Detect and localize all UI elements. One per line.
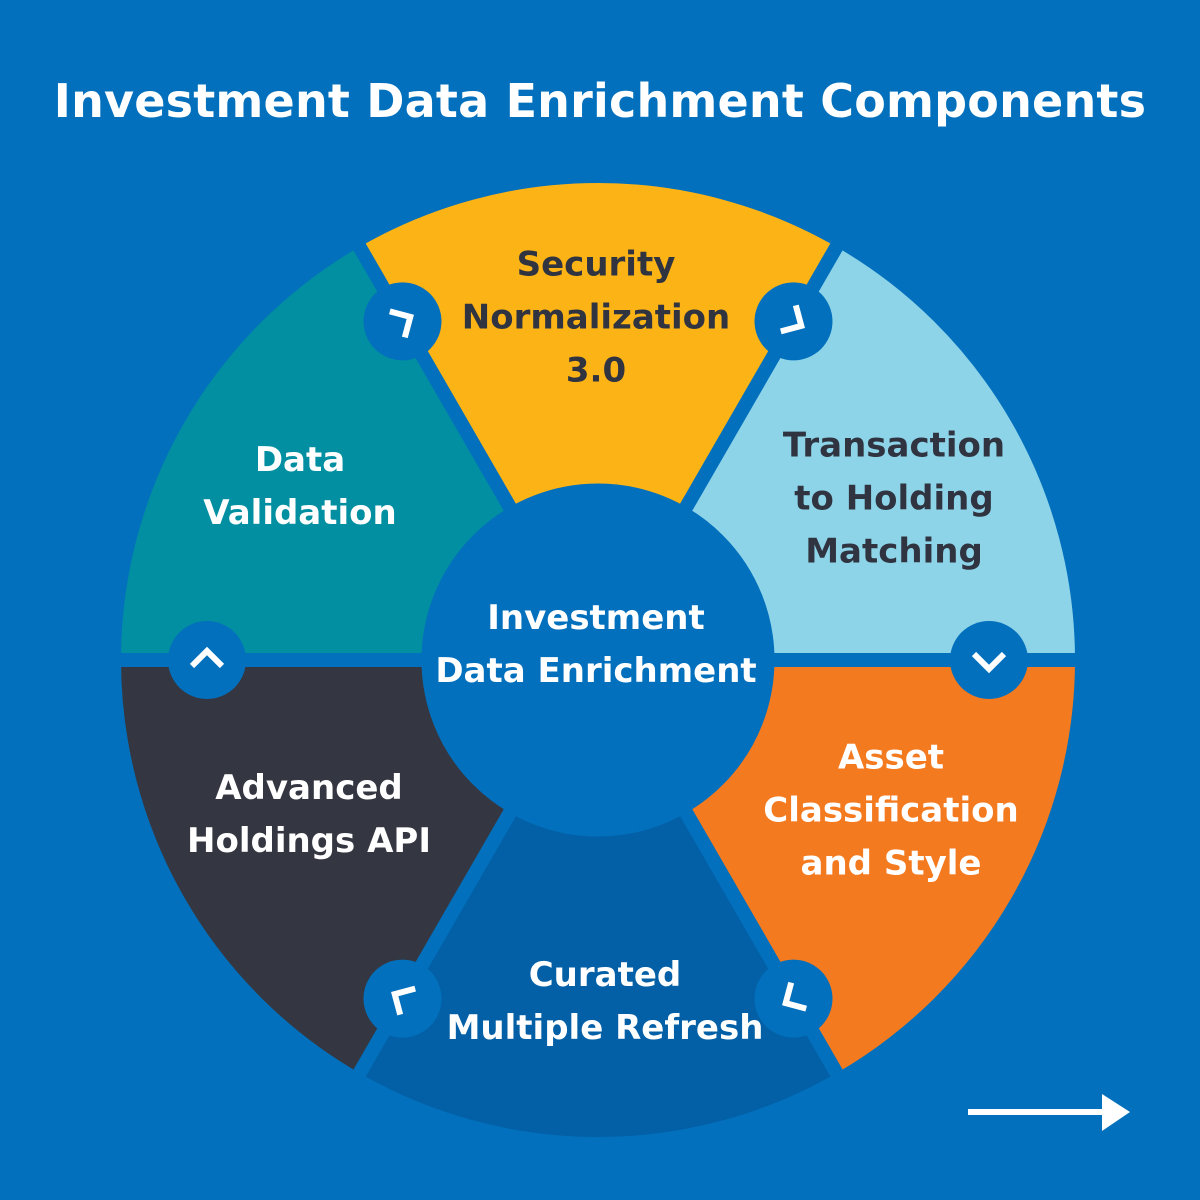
center-label-line: Data Enrichment <box>435 651 757 691</box>
label-line: Curated <box>528 955 682 995</box>
connectors-group <box>168 282 1028 1038</box>
segment-label-security-normalization: Security Normalization 3.0 <box>462 239 730 398</box>
right-arrow-icon[interactable] <box>962 1088 1134 1138</box>
segment-label-data-validation: Data Validation <box>203 434 396 540</box>
label-line: Security <box>516 244 676 285</box>
segment-label-transaction-to-holding-matching: Transaction to Holding Matching <box>783 420 1005 579</box>
label-line: Transaction <box>782 425 1006 466</box>
page-title: Investment Data Enrichment Components <box>53 74 1147 128</box>
center-circle <box>421 483 775 837</box>
label-line: Matching <box>805 531 983 572</box>
segment-label-advanced-holdings-api: Advanced Holdings API <box>187 762 431 868</box>
segment-label-curated-multiple-refresh: Curated Multiple Refresh <box>447 949 764 1055</box>
label-line: and Style <box>800 843 982 884</box>
label-line: Classification <box>763 790 1019 831</box>
segments-group <box>107 169 1089 1152</box>
chevron-icon <box>950 621 1028 699</box>
label-line: Holdings API <box>187 821 431 861</box>
segment-label-asset-classification-and-style: Asset Classification and Style <box>763 732 1018 891</box>
label-line: Normalization <box>461 297 731 338</box>
label-line: Data <box>254 440 346 480</box>
chevron-icon <box>754 959 833 1038</box>
chevron-icon <box>363 282 442 361</box>
label-line: 3.0 <box>565 350 627 391</box>
chevron-icon <box>754 282 833 361</box>
chevron-icon <box>363 959 442 1038</box>
center-label-line: Investment <box>487 598 705 638</box>
center-label: Investment Data Enrichment <box>435 592 756 698</box>
label-line: to Holding <box>794 478 994 519</box>
label-line: Asset <box>837 737 945 778</box>
chevron-icon <box>168 621 246 699</box>
label-line: Validation <box>203 493 397 533</box>
label-line: Advanced <box>215 768 403 808</box>
label-line: Multiple Refresh <box>446 1008 764 1048</box>
